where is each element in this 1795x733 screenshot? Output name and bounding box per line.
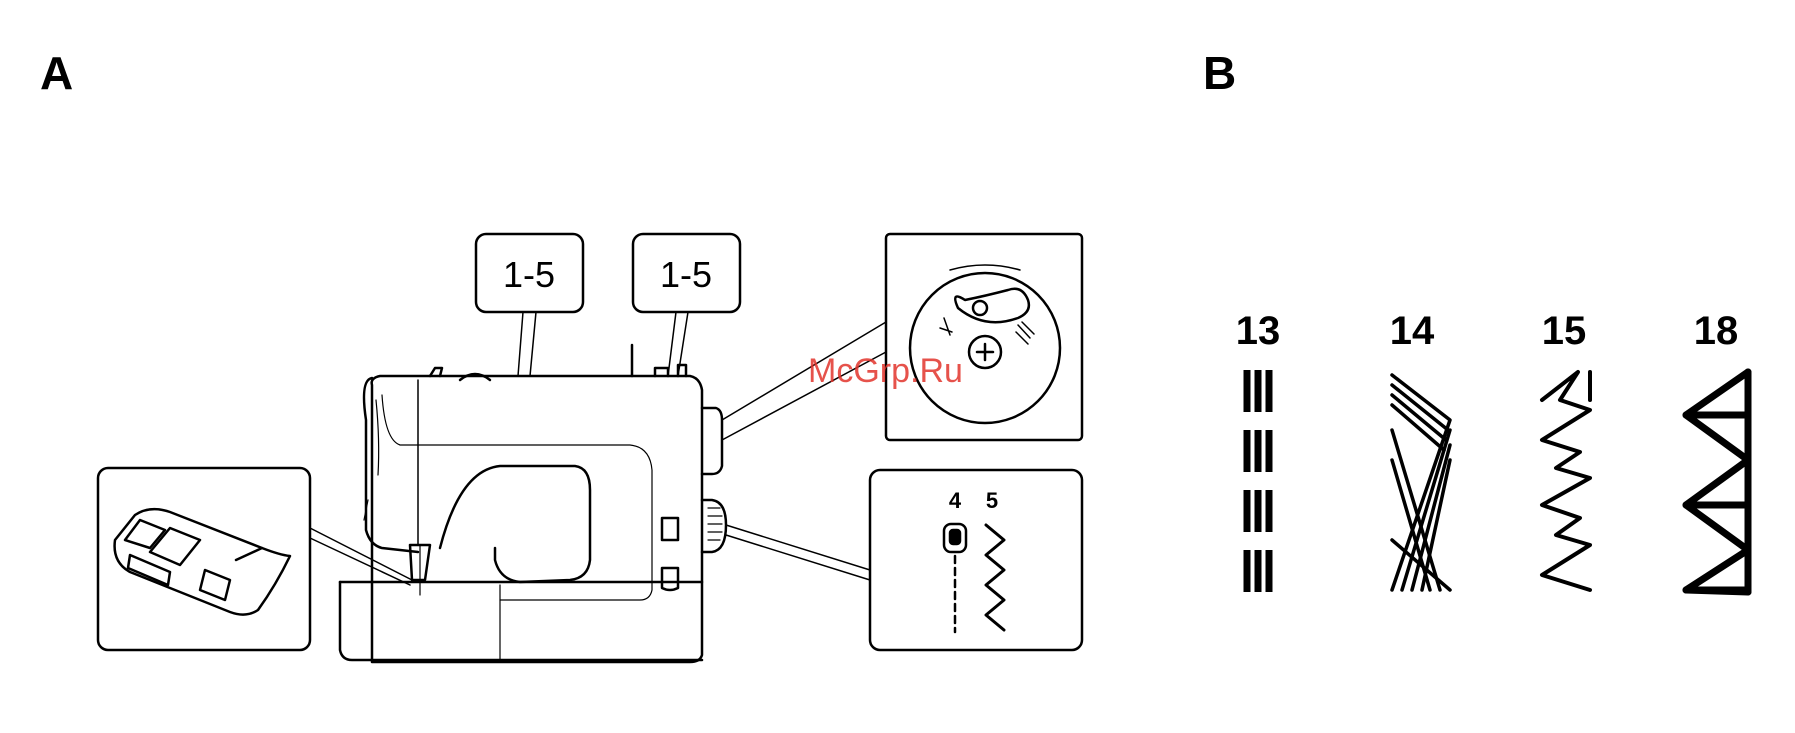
- stitch-pattern-14: [1392, 375, 1450, 590]
- callout-label-right: 1-5: [660, 254, 712, 295]
- stitch-pattern-18: [1686, 372, 1748, 592]
- watermark-text: McGrp.Ru: [808, 352, 963, 390]
- stitch-number-18: 18: [1694, 309, 1739, 353]
- sewing-machine-body: [340, 345, 726, 662]
- callout-label-left: 1-5: [503, 254, 555, 295]
- stitch-selector-icon: [944, 524, 1004, 632]
- presser-foot-icon: [115, 509, 290, 614]
- stitch-selector-number-4: 4: [949, 488, 962, 513]
- stitch-selector-box: [870, 470, 1082, 650]
- stitch-number-15: 15: [1542, 309, 1587, 353]
- stitch-number-13: 13: [1236, 309, 1281, 353]
- bobbin-winder-icon: [910, 265, 1060, 423]
- stitch-pattern-13: [1247, 370, 1269, 592]
- stitch-pattern-15: [1542, 372, 1590, 590]
- stitch-selector-number-5: 5: [986, 488, 998, 513]
- stitch-number-14: 14: [1390, 309, 1435, 353]
